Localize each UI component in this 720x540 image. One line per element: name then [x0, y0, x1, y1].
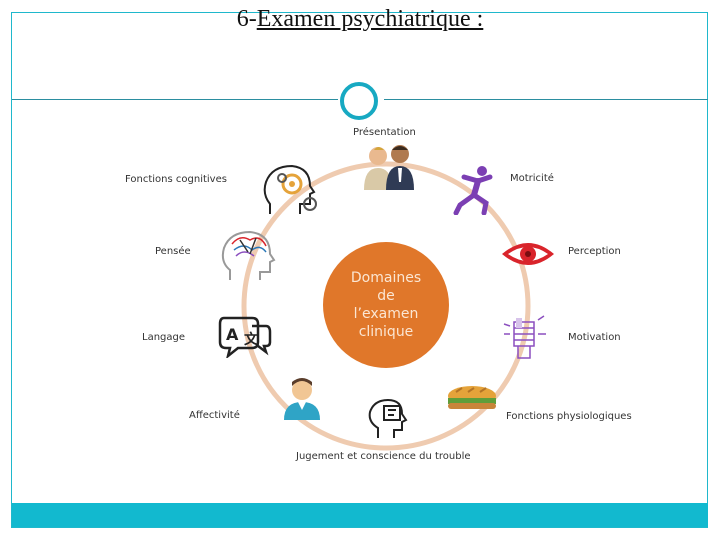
ring-circle	[241, 161, 531, 451]
label-fonctions-physiologiques: Fonctions physiologiques	[506, 411, 632, 422]
label-perception: Perception	[568, 246, 621, 257]
eye-icon	[502, 243, 554, 265]
center-circle: Domaines de l’examen clinique	[323, 242, 449, 368]
label-jugement: Jugement et conscience du trouble	[296, 451, 471, 462]
center-label-line: l’examen	[353, 306, 419, 322]
slide-title: 6-Examen psychiatrique :	[0, 6, 720, 33]
label-presentation: Présentation	[353, 127, 416, 138]
bread-icon	[448, 386, 496, 409]
slide-frame	[11, 12, 708, 528]
center-label-line: de	[377, 288, 395, 304]
speech-bubble-icon: A 文	[218, 316, 272, 358]
label-fonctions-cognitives: Fonctions cognitives	[125, 174, 227, 185]
label-pensee: Pensée	[155, 246, 191, 257]
user-icon	[284, 378, 320, 420]
center-label-line: Domaines	[350, 270, 422, 286]
center-label-line: clinique	[358, 324, 414, 340]
label-motivation: Motivation	[568, 332, 621, 343]
footer-bar	[12, 503, 708, 527]
ring-graphic	[241, 161, 531, 451]
label-affectivite: Affectivité	[189, 410, 240, 421]
title-prefix: 6-	[236, 6, 257, 32]
divider-line-right	[384, 99, 708, 100]
head-brain-icon	[221, 230, 276, 280]
people-icon	[364, 145, 414, 190]
fist-icon	[503, 315, 546, 359]
label-langage: Langage	[142, 332, 186, 343]
head-gears-icon	[263, 164, 317, 214]
label-motricite: Motricité	[510, 173, 554, 184]
svg-text:A: A	[226, 325, 239, 344]
title-main: Examen psychiatrique :	[256, 6, 484, 32]
running-figure-icon	[453, 166, 493, 215]
divider-circle-ornament	[340, 82, 378, 120]
center-label: Domaines de l’examen clinique	[331, 269, 441, 341]
domains-diagram: Domaines de l’examen clinique	[110, 118, 650, 468]
thinking-head-icon	[368, 398, 408, 438]
divider-line-left	[12, 99, 338, 100]
svg-text:文: 文	[244, 331, 259, 348]
